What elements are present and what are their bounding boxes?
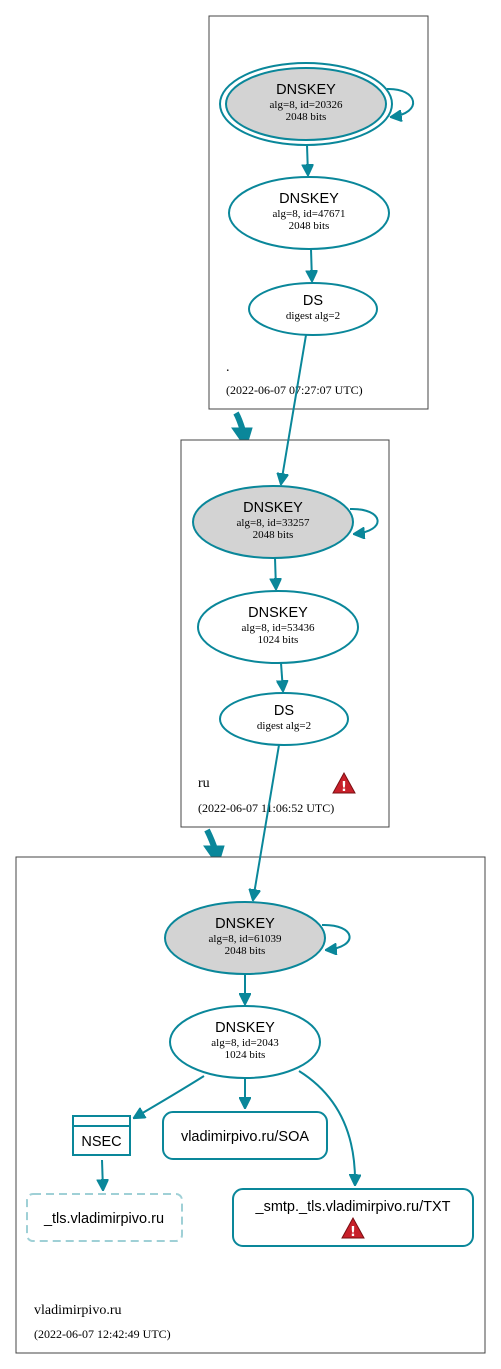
root-ds-title: DS xyxy=(303,293,323,309)
ru-zsk-ellipse xyxy=(197,590,359,664)
vp-zsk-alg: alg=8, id=2043 xyxy=(211,1037,279,1049)
vp-nonexistent-label: _tls.vladimirpivo.ru xyxy=(43,1211,164,1227)
vp-zsk-node[interactable]: DNSKEY alg=8, id=2043 1024 bits xyxy=(169,1005,321,1079)
root-zsk-ellipse xyxy=(228,176,390,250)
vp-txt-node[interactable]: _smtp._tls.vladimirpivo.ru/TXT ! xyxy=(232,1188,474,1247)
ru-ksk-self-edge xyxy=(349,507,379,534)
zone-ru-timestamp: (2022-06-07 11:06:52 UTC) xyxy=(198,801,334,815)
ru-ds-node[interactable]: DS digest alg=2 xyxy=(219,692,349,746)
vp-ksk-alg: alg=8, id=61039 xyxy=(209,933,282,945)
ru-zsk-alg: alg=8, id=53436 xyxy=(242,622,315,634)
root-ds-to-ru-ksk-edge xyxy=(281,334,307,484)
vp-ksk-node[interactable]: DNSKEY alg=8, id=61039 2048 bits xyxy=(164,901,326,975)
vp-zsk-bits: 1024 bits xyxy=(225,1049,266,1061)
root-ksk-bits: 2048 bits xyxy=(286,111,327,123)
zone-ru: DNSKEY alg=8, id=33257 2048 bits DNSKEY … xyxy=(180,439,390,828)
ru-ksk-alg: alg=8, id=33257 xyxy=(237,517,310,529)
zone-root-name: . xyxy=(226,360,230,375)
vp-ksk-bits: 2048 bits xyxy=(225,945,266,957)
vp-zsk-to-nsec-edge xyxy=(134,1075,205,1118)
vp-nonexistent-node[interactable]: _tls.vladimirpivo.ru xyxy=(26,1193,183,1242)
vp-nsec-label: NSEC xyxy=(81,1134,121,1150)
root-ksk-ellipse xyxy=(225,67,387,141)
ru-zsk-to-ds-edge xyxy=(281,662,283,691)
vp-zsk-to-txt-edge xyxy=(298,1070,355,1185)
zone-vladimirpivo-name: vladimirpivo.ru xyxy=(34,1303,122,1318)
root-ksk-title: DNSKEY xyxy=(276,82,336,98)
warning-triangle-icon[interactable]: ! xyxy=(341,1216,365,1240)
warning-triangle-icon[interactable]: ! xyxy=(332,771,356,795)
ru-zsk-node[interactable]: DNSKEY alg=8, id=53436 1024 bits xyxy=(197,590,359,664)
svg-text:!: ! xyxy=(341,780,347,795)
vp-nsec-box xyxy=(72,1115,131,1156)
ru-ds-ellipse xyxy=(219,692,349,746)
vp-txt-label: _smtp._tls.vladimirpivo.ru/TXT xyxy=(255,1199,451,1215)
vp-soa-box xyxy=(162,1111,328,1160)
root-ksk-self-edge xyxy=(386,87,414,117)
zone-root: DNSKEY alg=8, id=20326 2048 bits DNSKEY … xyxy=(208,15,429,410)
root-zsk-alg: alg=8, id=47671 xyxy=(273,208,346,220)
root-ksk-outer-ring xyxy=(219,62,393,146)
root-ds-node[interactable]: DS digest alg=2 xyxy=(248,282,378,336)
root-zsk-bits: 2048 bits xyxy=(289,220,330,232)
ru-zsk-bits: 1024 bits xyxy=(258,634,299,646)
ru-ksk-to-zsk-edge xyxy=(275,557,276,589)
root-zsk-node[interactable]: DNSKEY alg=8, id=47671 2048 bits xyxy=(228,176,390,250)
vp-nsec-node[interactable]: NSEC xyxy=(72,1115,131,1156)
vp-ksk-title: DNSKEY xyxy=(215,916,275,932)
vp-soa-node[interactable]: vladimirpivo.ru/SOA xyxy=(162,1111,328,1160)
root-ksk-to-zsk-edge xyxy=(307,144,308,175)
zone-vladimirpivo: DNSKEY alg=8, id=61039 2048 bits DNSKEY … xyxy=(15,856,486,1354)
vp-zsk-title: DNSKEY xyxy=(215,1020,275,1036)
vp-soa-label: vladimirpivo.ru/SOA xyxy=(181,1129,309,1145)
vp-nonexistent-box xyxy=(26,1193,183,1242)
vp-nsec-to-nonexistent-edge xyxy=(102,1159,103,1190)
ru-ksk-node[interactable]: DNSKEY alg=8, id=33257 2048 bits xyxy=(192,485,354,559)
ru-ksk-ellipse xyxy=(192,485,354,559)
ru-ds-title: DS xyxy=(274,703,294,719)
root-zsk-title: DNSKEY xyxy=(279,191,339,207)
ru-ksk-bits: 2048 bits xyxy=(253,529,294,541)
vp-ksk-self-edge xyxy=(321,923,351,950)
ru-zsk-title: DNSKEY xyxy=(248,605,308,621)
ru-ds-digest: digest alg=2 xyxy=(257,720,311,732)
root-ksk-node[interactable]: DNSKEY alg=8, id=20326 2048 bits xyxy=(219,62,393,146)
zone-vladimirpivo-timestamp: (2022-06-07 12:42:49 UTC) xyxy=(34,1327,171,1341)
svg-text:!: ! xyxy=(350,1225,356,1240)
root-ds-ellipse xyxy=(248,282,378,336)
root-zsk-to-ds-edge xyxy=(311,248,312,281)
zone-ru-name: ru xyxy=(198,776,210,791)
ru-ds-to-vp-ksk-edge xyxy=(253,744,280,900)
zone-root-timestamp: (2022-06-07 07:27:07 UTC) xyxy=(226,383,363,397)
root-ds-digest: digest alg=2 xyxy=(286,310,340,322)
ru-ksk-title: DNSKEY xyxy=(243,500,303,516)
root-ksk-alg: alg=8, id=20326 xyxy=(270,99,343,111)
